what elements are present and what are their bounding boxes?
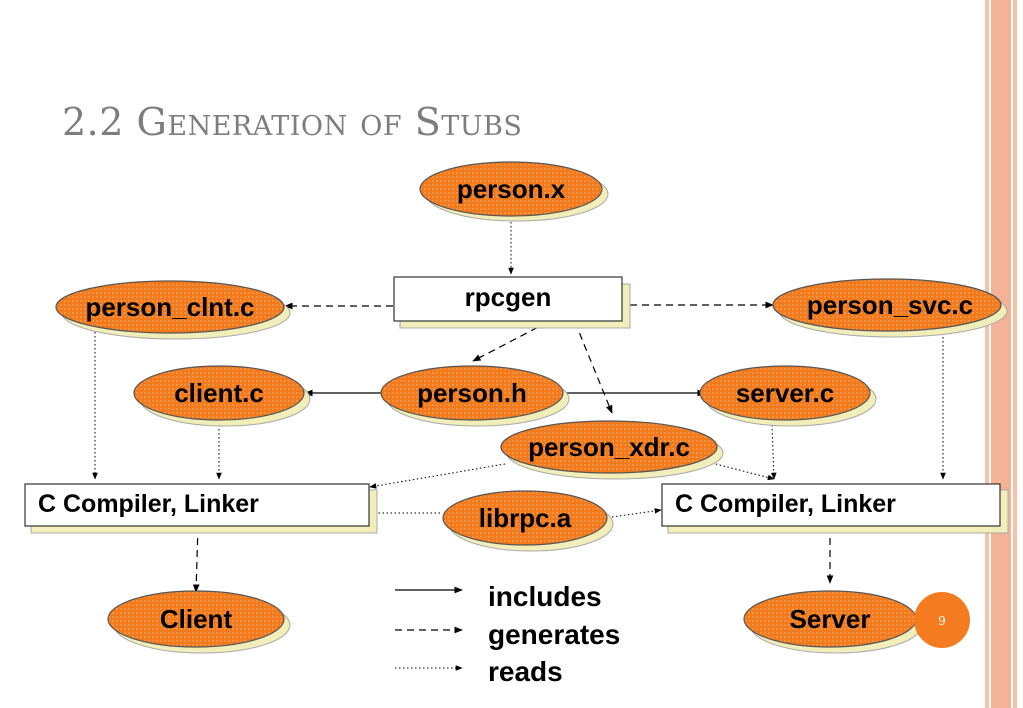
edge-compiler-left-to-client xyxy=(192,525,200,593)
edges xyxy=(92,222,946,593)
node-librpc-a: librpc.a xyxy=(442,490,614,552)
node-server-c-label: server.c xyxy=(736,378,834,408)
node-person-svc-c: person_svc.c xyxy=(772,278,1008,338)
edge-serverc-to-compiler-right xyxy=(770,424,777,480)
page-number-circle xyxy=(914,592,970,648)
decorative-side-stripes xyxy=(981,0,1023,708)
legend-includes-label: includes xyxy=(488,581,602,612)
node-compiler-left-label: C Compiler, Linker xyxy=(38,490,259,518)
node-rpcgen-label: rpcgen xyxy=(465,282,552,312)
node-person-clnt-c-label: person_clnt.c xyxy=(85,292,254,322)
node-compiler-right: C Compiler, Linker xyxy=(661,483,1009,534)
legend: includes generates reads xyxy=(395,581,620,687)
slide-title: 2.2 Generation of Stubs xyxy=(62,100,523,144)
node-person-h-label: person.h xyxy=(417,378,527,408)
page-number-badge: 9 xyxy=(914,592,970,648)
node-person-x: person.x xyxy=(419,161,609,222)
node-person-svc-c-label: person_svc.c xyxy=(807,290,973,320)
node-person-xdr-c-label: person_xdr.c xyxy=(528,432,690,462)
page-number: 9 xyxy=(938,614,946,628)
node-person-h: person.h xyxy=(380,365,570,427)
edge-librpc-to-compiler-right xyxy=(611,508,662,518)
node-librpc-a-label: librpc.a xyxy=(479,503,572,533)
node-person-x-label: person.x xyxy=(457,174,566,204)
node-compiler-right-label: C Compiler, Linker xyxy=(675,490,896,518)
legend-generates-label: generates xyxy=(488,619,620,650)
node-client-c: client.c xyxy=(133,365,311,427)
node-server-label: Server xyxy=(790,604,871,634)
node-client-c-label: client.c xyxy=(174,378,264,408)
node-person-clnt-c: person_clnt.c xyxy=(55,280,291,340)
node-client-label: Client xyxy=(160,604,233,634)
legend-reads-label: reads xyxy=(488,656,563,687)
node-compiler-left: C Compiler, Linker xyxy=(24,483,378,534)
node-server-c: server.c xyxy=(699,365,877,427)
node-rpcgen: rpcgen xyxy=(393,276,631,329)
edge-rpcgen-to-person-xdr xyxy=(574,321,613,414)
edge-person-xdr-to-compiler-right xyxy=(707,461,775,481)
edge-person-xdr-to-compiler-left xyxy=(369,463,506,489)
node-client: Client xyxy=(107,590,291,654)
node-server: Server xyxy=(743,590,923,654)
node-person-xdr-c: person_xdr.c xyxy=(500,420,724,480)
